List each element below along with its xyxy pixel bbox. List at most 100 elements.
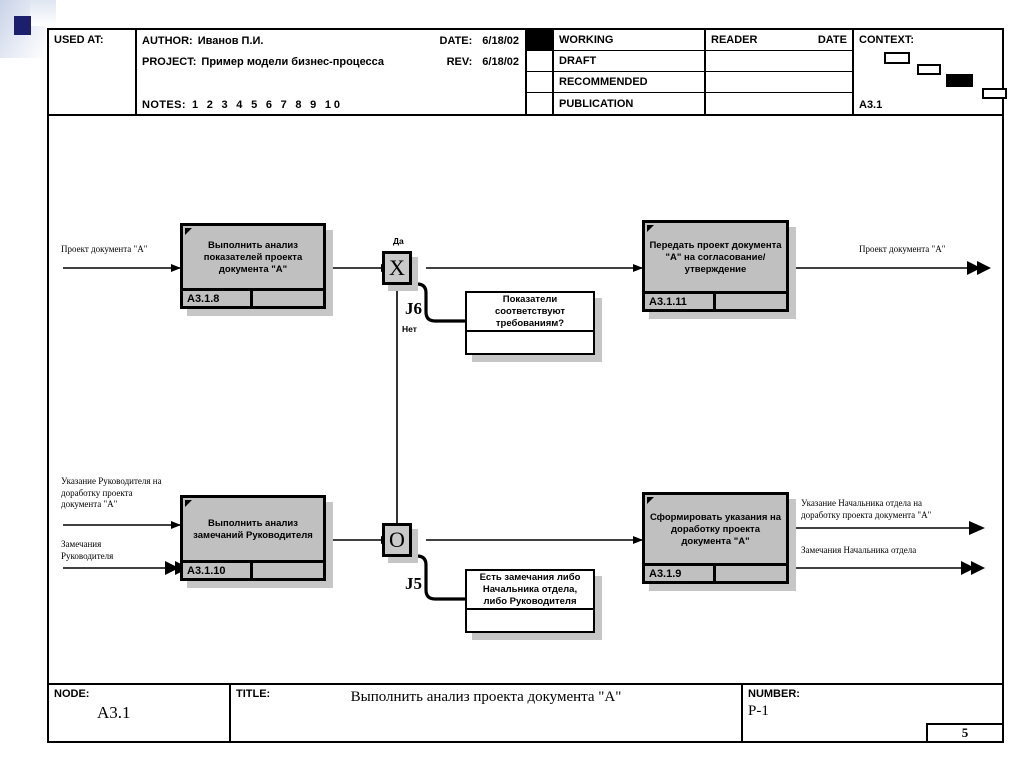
status-checkbox-working[interactable]: [527, 30, 552, 51]
dogear-icon: [185, 500, 192, 507]
status-label-draft: DRAFT: [554, 51, 704, 72]
arrow-label-input-top: Проект документа "А": [61, 244, 148, 254]
activity-blank-cell: [253, 563, 323, 578]
activity-blank-cell: [253, 291, 323, 306]
note-tail-cell: [467, 608, 593, 631]
status-label-publication: PUBLICATION: [559, 97, 634, 110]
activity-blank-cell: [716, 566, 787, 581]
arrow-label-output-bottom-2: Замечания Начальника отдела: [801, 545, 917, 555]
rev-label: REV:: [446, 55, 473, 68]
activity-box-body: Выполнить анализ замечаний Руководителя …: [180, 495, 326, 581]
footer-node-cell: NODE: A3.1: [49, 685, 231, 741]
note-tail-cell: [467, 330, 593, 353]
activity-title: Передать проект документа "А" на согласо…: [649, 239, 782, 275]
status-checkbox-draft[interactable]: [527, 51, 552, 72]
footer-number-cell: NUMBER: P-1 5: [743, 685, 1004, 743]
activity-box-a319[interactable]: Сформировать указания на доработку проек…: [642, 492, 796, 591]
footer-node-label: NODE:: [54, 688, 90, 700]
author-label: AUTHOR:: [142, 34, 193, 47]
junction-box-j5[interactable]: O: [382, 523, 418, 563]
reader-row-1[interactable]: [706, 51, 852, 72]
activity-title: Выполнить анализ замечаний Руководителя: [193, 517, 313, 541]
used-at-label: USED AT:: [54, 34, 104, 46]
activity-code: A3.1.9: [645, 566, 716, 581]
note-text: Есть замечания либо Начальника отдела, л…: [479, 572, 581, 607]
date-group: DATE: 6/18/02: [440, 35, 520, 47]
activity-box-a318[interactable]: Выполнить анализ показателей проекта док…: [180, 223, 333, 316]
dogear-icon: [647, 497, 654, 504]
status-label-recommended: RECOMMENDED: [554, 72, 704, 93]
branch-label-yes: Да: [393, 236, 404, 246]
date-label: DATE:: [439, 34, 473, 47]
arrow-label-output-top: Проект документа "А": [859, 244, 946, 254]
junction-box-j6[interactable]: X: [382, 251, 418, 291]
reader-row-2[interactable]: [706, 72, 852, 93]
footer-number-value: P-1: [748, 703, 769, 719]
diagram-canvas: Проект документа "А" Проект документа "А…: [49, 116, 1002, 683]
note-box-j6[interactable]: Показатели соответствуют требованиям?: [465, 291, 602, 362]
arrow-label-input-bottom-2: Замечания Руководителя: [61, 539, 114, 561]
activity-box-a3111[interactable]: Передать проект документа "А" на согласо…: [642, 220, 796, 319]
idef0-footer: NODE: A3.1 TITLE: Выполнить анализ проек…: [49, 683, 1004, 743]
activity-box-a3110[interactable]: Выполнить анализ замечаний Руководителя …: [180, 495, 333, 588]
activity-footer: A3.1.9: [645, 563, 786, 581]
footer-page-number: 5: [926, 723, 1004, 743]
status-checkbox-column: [527, 30, 554, 114]
note-body: Показатели соответствуют требованиям?: [465, 291, 595, 355]
activity-title: Сформировать указания на доработку проек…: [649, 511, 782, 547]
arrow-label-input-bottom-1: Указание Руководителя на доработку проек…: [61, 476, 162, 509]
rev-value: 6/18/02: [482, 55, 519, 68]
activity-code: A3.1.8: [183, 291, 253, 306]
activity-blank-cell: [716, 294, 787, 309]
status-name-column: WORKING DRAFT RECOMMENDED PUBLICATION: [554, 30, 706, 114]
status-checkbox-publication[interactable]: [527, 93, 552, 114]
reader-header-row: READER DATE: [706, 30, 852, 51]
date-value: 6/18/02: [482, 34, 519, 47]
reader-date-label: DATE: [817, 34, 847, 46]
context-thumb-box-current: [946, 74, 973, 87]
note-text: Показатели соответствуют требованиям?: [494, 294, 566, 329]
branch-label-no: Нет: [402, 324, 417, 334]
footer-title-cell: TITLE: Выполнить анализ проекта документ…: [231, 685, 743, 741]
note-body: Есть замечания либо Начальника отдела, л…: [465, 569, 595, 633]
author-row: AUTHOR: Иванов П.И. DATE: 6/18/02: [137, 30, 525, 51]
activity-code: A3.1.10: [183, 563, 253, 578]
context-label: CONTEXT:: [859, 34, 914, 46]
idef0-header: USED AT: AUTHOR: Иванов П.И. DATE: 6/18/…: [49, 30, 1007, 116]
junction-glyph-x: X: [382, 251, 412, 285]
project-row: PROJECT: Пример модели бизнес-процесса R…: [137, 51, 525, 72]
reader-row-3[interactable]: [706, 93, 852, 114]
junction-label-j6: J6: [405, 299, 422, 318]
reader-column: READER DATE: [706, 30, 854, 114]
junction-glyph-o: O: [382, 523, 412, 557]
dogear-icon: [185, 228, 192, 235]
notes-row: NOTES:1 2 3 4 5 6 7 8 9 10: [142, 99, 343, 111]
reader-label: READER: [711, 34, 758, 46]
status-checkbox-recommended[interactable]: [527, 72, 552, 93]
rev-group: REV: 6/18/02: [447, 56, 519, 68]
activity-footer: A3.1.10: [183, 560, 323, 578]
status-label-working: WORKING: [554, 30, 704, 51]
note-box-j5[interactable]: Есть замечания либо Начальника отдела, л…: [465, 569, 602, 640]
author-project-cell: AUTHOR: Иванов П.И. DATE: 6/18/02 PROJEC…: [137, 30, 527, 114]
activity-title: Выполнить анализ показателей проекта док…: [203, 239, 303, 275]
used-at-cell: USED AT:: [49, 30, 137, 114]
context-thumb-box-4: [982, 88, 1007, 99]
context-thumb-box-1: [884, 52, 910, 64]
corner-square-decoration: [14, 16, 31, 35]
footer-number-label: NUMBER:: [748, 688, 800, 700]
notes-numbers: 1 2 3 4 5 6 7 8 9 10: [191, 99, 343, 111]
corner-gradient-decoration-2: [30, 0, 56, 26]
activity-footer: A3.1.11: [645, 291, 786, 309]
footer-title-label: TITLE:: [236, 688, 271, 700]
context-node-value: A3.1: [859, 99, 883, 111]
activity-code: A3.1.11: [645, 294, 716, 309]
project-value: Пример модели бизнес-процесса: [201, 55, 385, 68]
dogear-icon: [647, 225, 654, 232]
idef0-sheet: USED AT: AUTHOR: Иванов П.И. DATE: 6/18/…: [47, 28, 1007, 743]
footer-title-value: Выполнить анализ проекта документа "А": [350, 689, 622, 705]
footer-node-value: A3.1: [97, 703, 131, 722]
junction-label-j5: J5: [405, 574, 422, 593]
arrow-label-output-bottom-1: Указание Начальника отдела на доработку …: [801, 498, 932, 520]
